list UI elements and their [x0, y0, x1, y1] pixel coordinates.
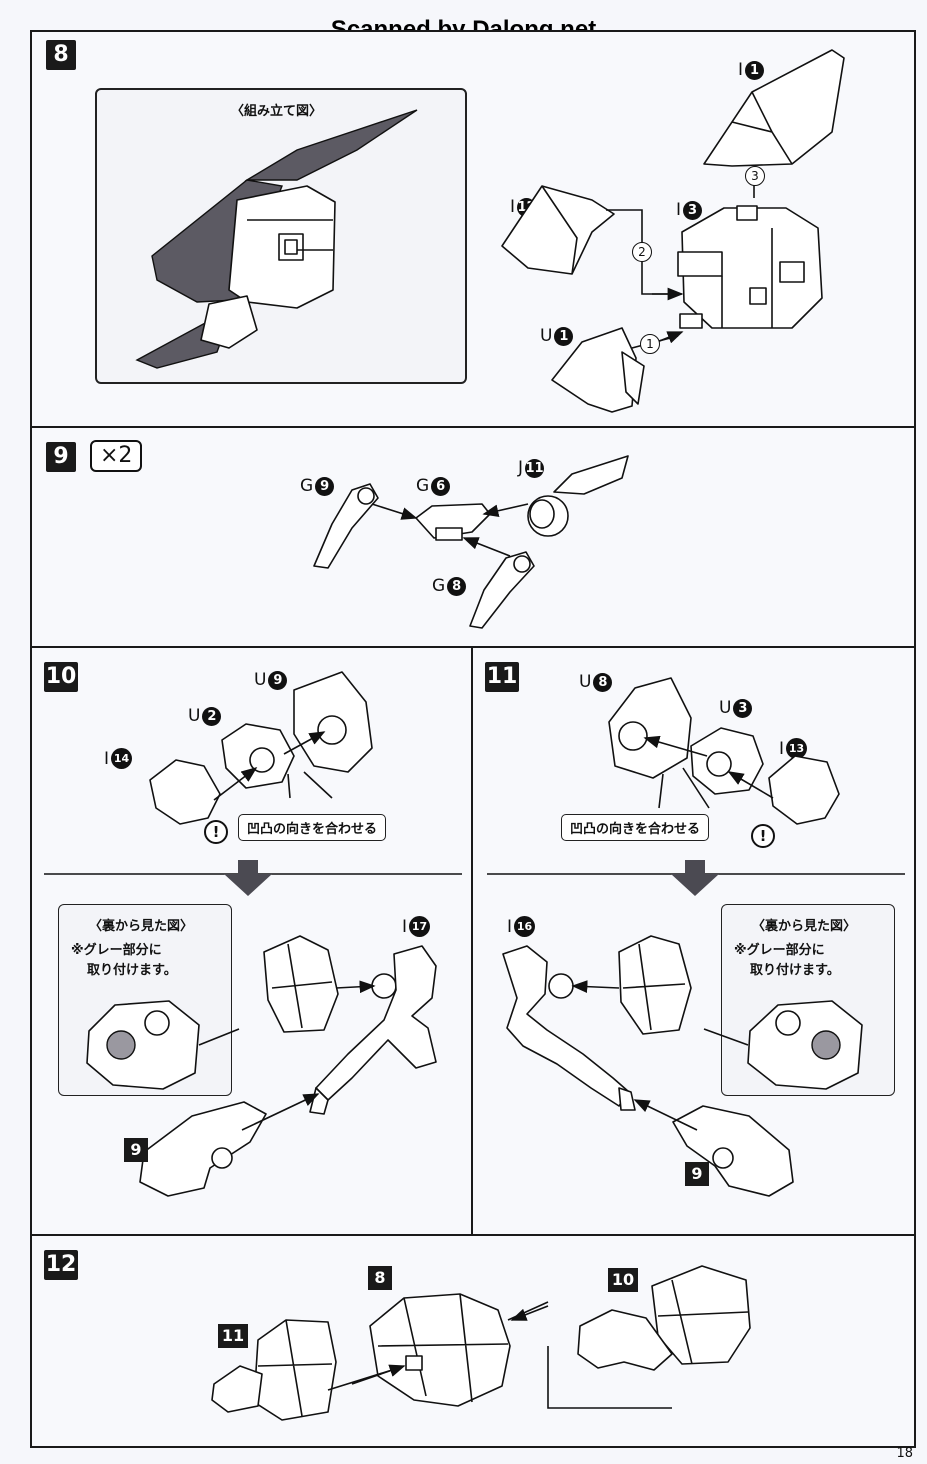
step-10-number: 10: [44, 662, 78, 692]
page-number: 18: [896, 1446, 913, 1461]
alignment-caution-step-11: 凹凸の向きを合わせる: [561, 814, 710, 841]
sub-step-9-tag-step-11: 9: [685, 1162, 709, 1186]
step-8-exploded-parts: [501, 49, 845, 413]
assembled-view-box: 〈組み立て図〉: [95, 88, 467, 384]
back-view-illustration-step-11: [703, 1000, 863, 1090]
back-view-note-1-step-11: ※グレー部分に: [734, 943, 825, 958]
back-view-note-2-step-10: 取り付けます。: [87, 963, 177, 978]
step-12-panel: 12 8 10 11: [30, 1234, 916, 1448]
sub-step-11-tag: 11: [218, 1324, 248, 1348]
step-12-number: 12: [44, 1250, 78, 1280]
step-11-parts-illustration: [487, 677, 905, 1197]
step-8-number: 8: [46, 40, 76, 70]
sub-step-8-tag: 8: [368, 1266, 392, 1290]
assembled-view-title: 〈組み立て図〉: [231, 104, 323, 119]
step-9-exploded-parts: [313, 455, 629, 629]
back-view-box-step-10: 〈裏から見た図〉 ※グレー部分に 取り付けます。: [58, 904, 240, 1096]
caution-icon-step-11: !: [751, 824, 775, 848]
assembly-order-1: 1: [640, 334, 660, 354]
alignment-caution-step-10: 凹凸の向きを合わせる: [238, 814, 387, 841]
quantity-multiplier: ×2: [90, 440, 143, 472]
back-view-note-2-step-11: 取り付けます。: [750, 963, 840, 978]
step-10-parts-illustration: [44, 671, 462, 1197]
assembly-order-3: 3: [745, 166, 765, 186]
caution-icon-step-10: !: [204, 820, 228, 844]
back-view-title-step-11: 〈裏から見た図〉: [752, 919, 857, 934]
back-view-title-step-10: 〈裏から見た図〉: [89, 919, 194, 934]
step-9-number: 9: [46, 442, 76, 472]
assembled-wing-illustration: [135, 109, 418, 369]
sub-step-10-tag: 10: [608, 1268, 638, 1292]
back-view-box-step-11: 〈裏から見た図〉 ※グレー部分に 取り付けます。: [703, 904, 895, 1096]
sub-step-9-tag-step-10: 9: [124, 1138, 148, 1162]
assembly-order-2: 2: [632, 242, 652, 262]
step-12-final-assembly: [211, 1265, 751, 1421]
step-11-number: 11: [485, 662, 519, 692]
back-view-illustration-step-10: [86, 1000, 240, 1090]
back-view-note-1-step-10: ※グレー部分に: [71, 943, 162, 958]
